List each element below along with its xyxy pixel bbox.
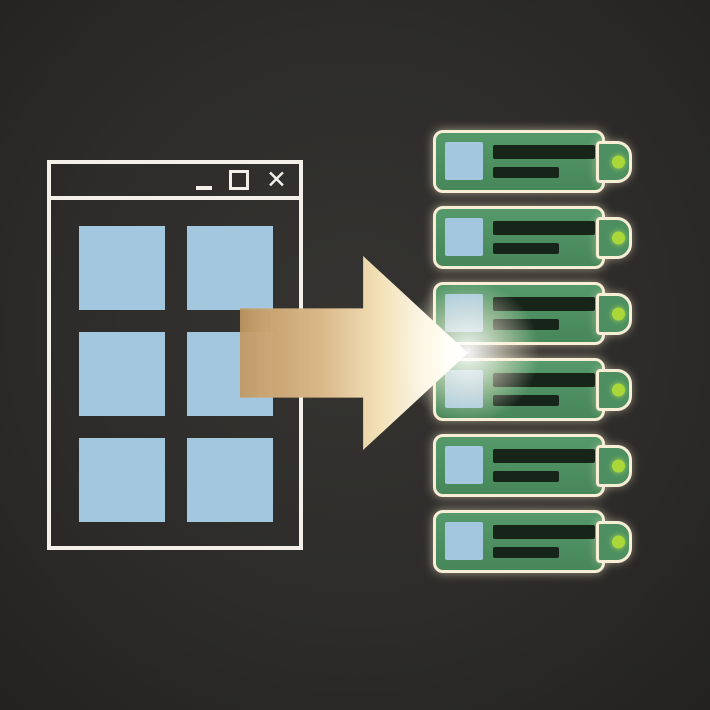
grid-tile	[187, 438, 273, 522]
card-text-bar-long	[493, 145, 595, 159]
grid-tile	[79, 332, 165, 416]
card-text-bar-short	[493, 167, 559, 178]
card-text-bar-long	[493, 525, 595, 539]
card-text-bar-long	[493, 373, 595, 387]
card-text-bar-short	[493, 471, 559, 482]
record-card	[433, 130, 625, 193]
app-window: ✕	[47, 160, 303, 550]
grid-tile	[79, 226, 165, 310]
card-text-bar-short	[493, 395, 559, 406]
card-indicator-dot	[612, 231, 625, 244]
record-card	[433, 358, 625, 421]
card-text-bar-long	[493, 297, 595, 311]
card-thumbnail	[445, 218, 483, 256]
card-text-bar-short	[493, 547, 559, 558]
card-thumbnail	[445, 446, 483, 484]
card-indicator-dot	[612, 459, 625, 472]
maximize-icon[interactable]	[229, 170, 250, 190]
card-indicator-dot	[612, 383, 625, 396]
card-indicator-dot	[612, 535, 625, 548]
minimize-icon[interactable]	[196, 186, 213, 190]
grid-tile	[79, 438, 165, 522]
card-thumbnail	[445, 522, 483, 560]
record-card	[433, 282, 625, 345]
card-text-bar-long	[493, 449, 595, 463]
record-card	[433, 206, 625, 269]
tile-grid	[51, 200, 299, 522]
card-indicator-dot	[612, 307, 625, 320]
card-thumbnail	[445, 142, 483, 180]
card-indicator-dot	[612, 155, 625, 168]
card-text-bar-short	[493, 243, 559, 254]
card-thumbnail	[445, 294, 483, 332]
card-text-bar-short	[493, 319, 559, 330]
card-thumbnail	[445, 370, 483, 408]
window-titlebar: ✕	[51, 164, 299, 200]
grid-tile	[187, 226, 273, 310]
card-text-bar-long	[493, 221, 595, 235]
record-card	[433, 510, 625, 573]
close-icon[interactable]: ✕	[266, 165, 287, 194]
record-card	[433, 434, 625, 497]
